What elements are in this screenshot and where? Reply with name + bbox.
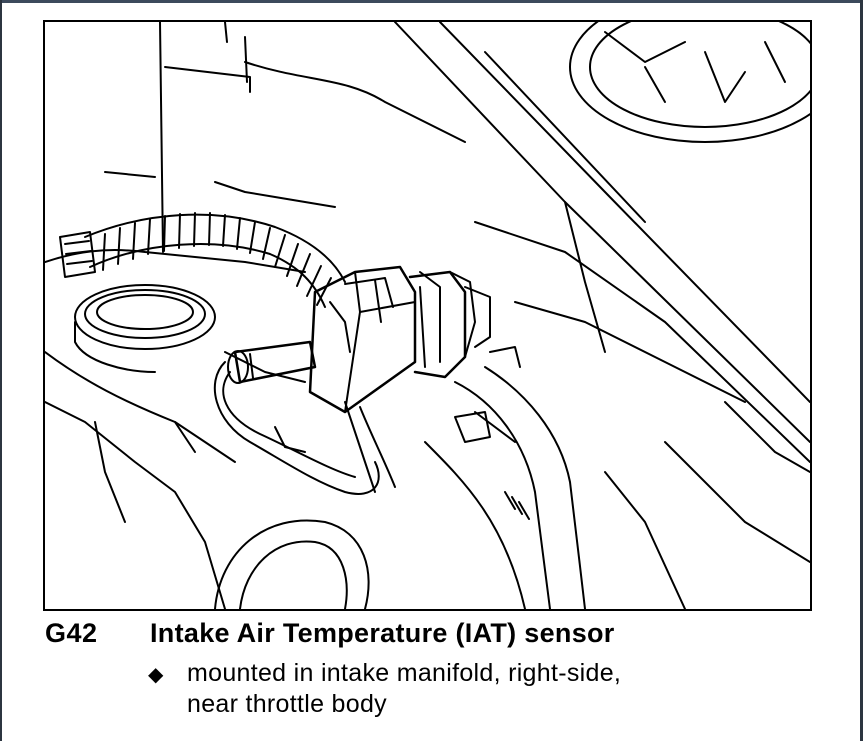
intake-port-ring xyxy=(214,519,370,609)
lower-housing-lines xyxy=(424,401,810,609)
diagram-frame xyxy=(43,20,812,611)
window-left-edge xyxy=(0,0,2,741)
component-title: Intake Air Temperature (IAT) sensor xyxy=(150,618,615,648)
manifold-panel xyxy=(394,22,810,463)
engine-bay-illustration xyxy=(45,22,810,609)
component-code: G42 xyxy=(45,618,98,648)
window-top-edge xyxy=(0,0,863,3)
sensor-connector xyxy=(227,265,417,414)
location-note-line-1: mounted in intake manifold, right-side, xyxy=(187,659,622,687)
bulkhead-lines xyxy=(104,22,466,253)
pigtail-wires xyxy=(213,361,396,495)
location-note-line-2: near throttle body xyxy=(187,690,387,718)
wiring-loom xyxy=(59,212,346,308)
diamond-bullet-icon: ◆ xyxy=(148,664,164,686)
vacuum-hoses xyxy=(454,346,586,609)
sensor-hex-nut xyxy=(408,270,491,379)
oil-filler-ring xyxy=(74,284,216,373)
engine-block-lines xyxy=(45,249,306,609)
window-right-edge xyxy=(860,0,863,741)
filler-cap-outline xyxy=(569,22,810,143)
